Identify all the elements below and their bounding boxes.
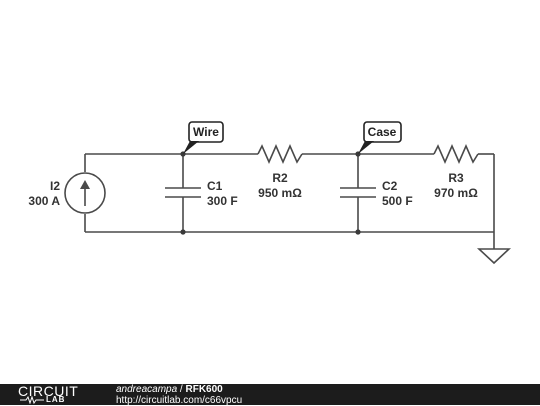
r2-value: 950 mΩ <box>258 186 302 200</box>
resistor-r3 <box>433 144 479 164</box>
i2-value: 300 A <box>28 194 60 208</box>
net-tag-wire[interactable]: Wire <box>183 121 224 154</box>
ground-icon <box>476 248 512 265</box>
arrow-up-icon <box>80 180 90 189</box>
c2-value: 500 F <box>382 194 413 208</box>
r2-name: R2 <box>272 171 288 185</box>
capacitor-c1 <box>165 154 201 232</box>
brand-wordmark-bottom: LAB <box>46 395 66 404</box>
capacitor-c2 <box>340 154 376 232</box>
current-source-i2 <box>64 172 106 214</box>
c1-value: 300 F <box>207 194 238 208</box>
net-tag-case-label: Case <box>368 125 397 139</box>
circuit-url-link[interactable]: http://circuitlab.com/c66vpcu <box>116 395 243 406</box>
brand-wordmark-top: CIRCUIT <box>18 383 79 399</box>
author-link[interactable]: andreacampa <box>116 384 178 395</box>
circuitlab-logo[interactable]: CIRCUIT LAB <box>18 384 98 405</box>
circuit-schematic: I2 300 A C1 300 F R2 950 mΩ C2 500 F R3 … <box>28 121 512 265</box>
net-tag-case[interactable]: Case <box>358 121 402 154</box>
footer-bar: CIRCUIT LAB andreacampa / RFK600 http://… <box>0 384 540 406</box>
c1-name: C1 <box>207 179 223 193</box>
i2-name: I2 <box>50 179 60 193</box>
meta-separator: / <box>177 384 186 395</box>
resistor-logo-icon <box>20 396 44 404</box>
r3-value: 970 mΩ <box>434 186 478 200</box>
net-tag-wire-label: Wire <box>193 125 219 139</box>
c2-name: C2 <box>382 179 398 193</box>
circuit-meta: andreacampa / RFK600 http://circuitlab.c… <box>116 385 242 406</box>
r3-name: R3 <box>448 171 464 185</box>
resistor-r2 <box>257 144 303 164</box>
circuit-title[interactable]: RFK600 <box>185 384 223 395</box>
